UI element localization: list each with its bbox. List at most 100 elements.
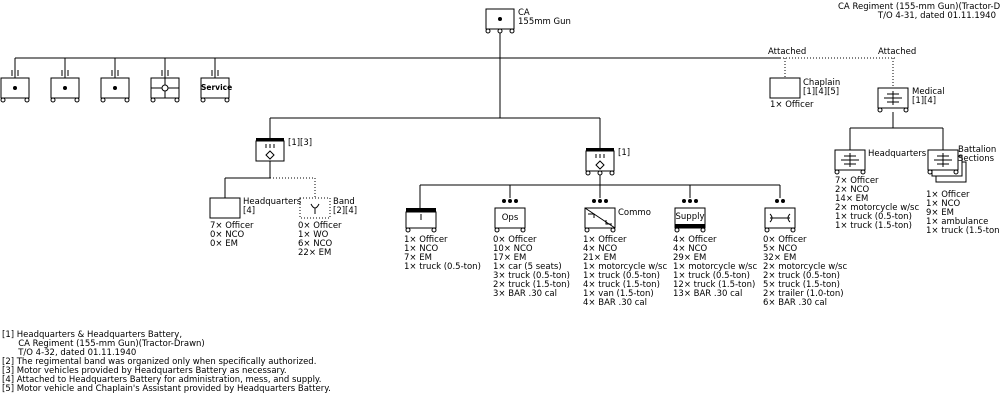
medical-notes: [1][4] <box>912 96 937 106</box>
commo-pers-line: 1× Officer <box>583 235 627 245</box>
med-hq-pers-line: 14× EM <box>835 194 869 204</box>
commo-pers-line: 1× truck (0.5-ton) <box>583 271 660 281</box>
med-hq-personnel: 7× Officer 2× NCO 14× EM 2× motorcycle w… <box>835 177 919 231</box>
supply-pers-line: 13× BAR .30 cal <box>673 289 743 299</box>
supply-pers-line: 1× truck (0.5-ton) <box>673 271 750 281</box>
maint-pers-line: 2× motorcycle w/sc <box>763 262 848 272</box>
ops-pers-line: 10× NCO <box>493 244 533 254</box>
commo-symbol <box>584 199 616 233</box>
medical-bn-symbol <box>927 149 967 183</box>
commo-label: Commo <box>618 208 651 218</box>
maint-pers-line: 2× trailer (1.0-ton) <box>763 289 844 299</box>
battalion-2-symbol <box>50 70 80 103</box>
med-bn-pers-line: 1× truck (1.5-ton) <box>926 226 1000 236</box>
med-bn-personnel: 1× Officer 1× NCO 9× EM 1× ambulance 1× … <box>926 191 1000 236</box>
supply-pers-line: 4× NCO <box>673 244 708 254</box>
top-unit-line-2: 155mm Gun <box>518 17 571 27</box>
commo-pers-line: 4× BAR .30 cal <box>583 298 647 308</box>
med-bn-title: Battalion Sections <box>958 145 997 164</box>
ops-label: Ops <box>501 213 519 223</box>
ops-pers-line: 17× EM <box>493 253 527 263</box>
supply-symbol <box>674 199 706 233</box>
med-bn-pers-line: 1× Officer <box>926 190 970 200</box>
col1-pers-line: 7× EM <box>404 253 432 263</box>
supply-pers-line: 12× truck (1.5-ton) <box>673 280 756 290</box>
col1-pers-line: 1× truck (0.5-ton) <box>404 262 481 272</box>
supply-personnel: 4× Officer 4× NCO 29× EM 1× motorcycle w… <box>673 236 757 299</box>
supply-pers-line: 29× EM <box>673 253 707 263</box>
supply-label: Supply <box>675 212 705 222</box>
commo-pers-line: 21× EM <box>583 253 617 263</box>
band-personnel: 0× Officer 1× WO 6× NCO 22× EM <box>298 222 342 258</box>
maint-pers-line: 5× NCO <box>763 244 798 254</box>
supply-pers-line: 1× motorcycle w/sc <box>673 262 758 272</box>
medical-symbol <box>877 87 909 113</box>
footnote-line: T/O 4-32, dated 01.11.1940 <box>2 348 137 358</box>
band-pers-line: 1× WO <box>298 230 329 240</box>
service-label: Service <box>201 83 233 92</box>
band-title: Band <box>333 197 355 207</box>
footnote-line: [5] Motor vehicle and Chaplain's Assista… <box>2 384 331 394</box>
med-hq-pers-line: 1× truck (0.5-ton) <box>835 212 912 222</box>
supply-pers-line: 4× Officer <box>673 235 717 245</box>
med-hq-pers-line: 2× NCO <box>835 185 870 195</box>
footnotes: [1] Headquarters & Headquarters Battery,… <box>2 331 331 394</box>
hq-battery-top-symbol <box>150 70 180 103</box>
bn-hq-symbol <box>585 148 615 176</box>
top-unit-line-1: CA <box>518 8 530 18</box>
med-bn-pers-line: 1× NCO <box>926 199 961 209</box>
footnote-line: [2] The regimental band was organized on… <box>2 357 317 367</box>
commo-pers-line: 4× NCO <box>583 244 618 254</box>
ops-personnel: 0× Officer 10× NCO 17× EM 1× car (5 seat… <box>493 236 570 299</box>
band-notes: [2][4] <box>333 206 358 216</box>
med-hq-pers-line: 7× Officer <box>835 176 879 186</box>
bn-hq-section-symbol <box>405 208 437 233</box>
regiment-symbol <box>485 8 515 34</box>
band-pers-line: 6× NCO <box>298 239 333 249</box>
hq-title: Headquarters <box>243 197 302 207</box>
maint-pers-line: 0× Officer <box>763 235 807 245</box>
hq-pers-line: 7× Officer <box>210 221 254 231</box>
hq-pers-line: 0× NCO <box>210 230 245 240</box>
footnote-line: [3] Motor vehicles provided by Headquart… <box>2 366 287 376</box>
service-symbol <box>200 70 230 103</box>
col1-pers-line: 1× Officer <box>404 235 448 245</box>
chaplain-notes: [1][4][5] <box>803 87 840 97</box>
maintenance-symbol <box>764 199 796 233</box>
hq-battery-notes: [1][3] <box>288 138 313 148</box>
bn-hq-notes: [1] <box>618 148 631 158</box>
col1-personnel: 1× Officer 1× NCO 7× EM 1× truck (0.5-to… <box>404 236 481 272</box>
commo-pers-line: 1× motorcycle w/sc <box>583 262 668 272</box>
col1-pers-line: 1× NCO <box>404 244 439 254</box>
band-pers-line: 0× Officer <box>298 221 342 231</box>
hq-battery-symbol <box>255 138 285 162</box>
maint-pers-line: 32× EM <box>763 253 797 263</box>
header-line-2: T/O 4-31, dated 01.11.1940 <box>877 11 996 21</box>
band-pers-line: 22× EM <box>298 248 332 258</box>
chaplain-symbol <box>769 77 801 99</box>
ops-pers-line: 3× BAR .30 cal <box>493 289 557 299</box>
battalion-3-symbol <box>100 70 130 103</box>
footnote-line: [1] Headquarters & Headquarters Battery, <box>2 330 183 340</box>
ops-pers-line: 0× Officer <box>493 235 537 245</box>
chaplain-title: Chaplain <box>803 78 841 88</box>
chaplain-personnel: 1× Officer <box>770 100 814 110</box>
ops-pers-line: 1× car (5 seats) <box>493 262 562 272</box>
attached-label-left: Attached <box>768 47 807 57</box>
footnote-line: [4] Attached to Headquarters Battery for… <box>2 375 322 385</box>
hq-personnel: 7× Officer 0× NCO 0× EM <box>210 222 254 249</box>
ops-pers-line: 3× truck (0.5-ton) <box>493 271 570 281</box>
hq-pers-line: 0× EM <box>210 239 238 249</box>
maintenance-personnel: 0× Officer 5× NCO 32× EM 2× motorcycle w… <box>763 236 847 308</box>
footnote-line: CA Regiment (155-mm Gun)(Tractor-Drawn) <box>2 339 205 349</box>
header-line-1: CA Regiment (155-mm Gun)(Tractor-Drawn) <box>838 2 1000 12</box>
hq-note: [4] <box>243 206 256 216</box>
med-bn-pers-line: 1× ambulance <box>926 217 989 227</box>
maint-pers-line: 2× truck (0.5-ton) <box>763 271 840 281</box>
medical-hq-symbol <box>834 149 866 175</box>
med-hq-pers-line: 1× truck (1.5-ton) <box>835 221 912 231</box>
attached-label-right: Attached <box>878 47 917 57</box>
med-hq-title: Headquarters <box>868 149 927 159</box>
maint-pers-line: 5× truck (1.5-ton) <box>763 280 840 290</box>
